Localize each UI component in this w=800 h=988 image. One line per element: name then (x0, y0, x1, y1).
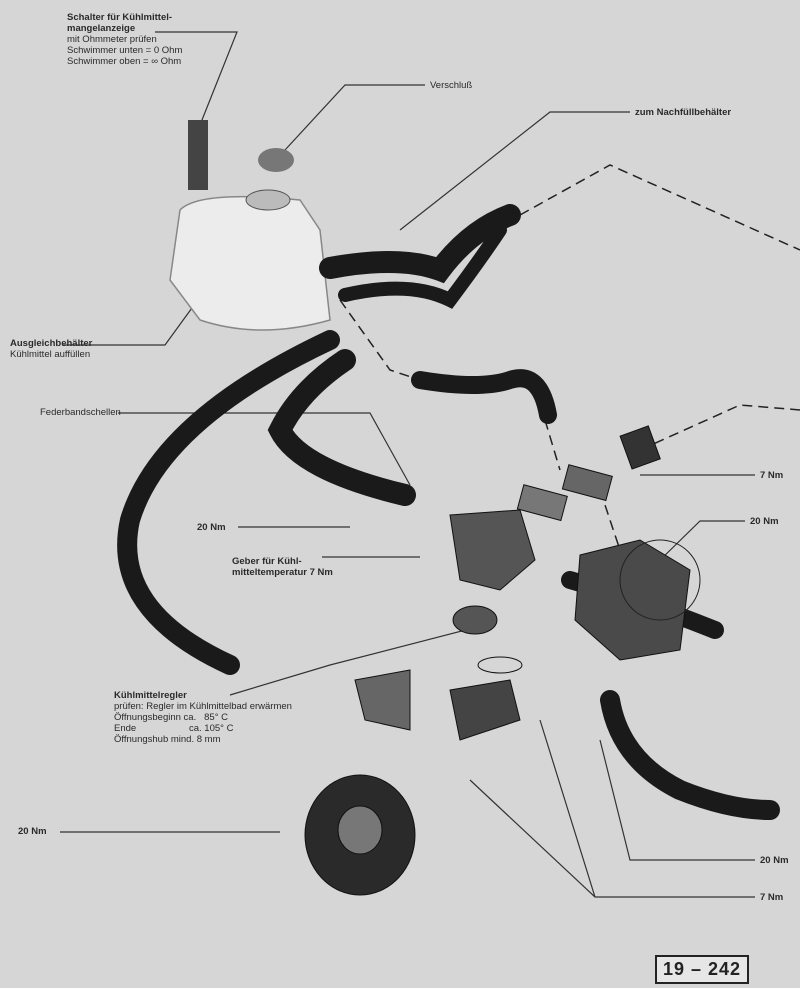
dashed-guides (339, 164, 800, 551)
metal-parts (304, 425, 701, 896)
switch-label: Schalter für Kühlmittel- mangelanzeige m… (67, 12, 182, 67)
thermostat-line-1: prüfen: Regler im Kühlmittelbad erwärmen (114, 701, 292, 712)
torque-7-bottom: 7 Nm (760, 892, 784, 903)
tank-line-1: Kühlmittel auffüllen (10, 349, 91, 360)
switch-line-1: mit Ohmmeter prüfen (67, 34, 157, 45)
torque-20-left: 20 Nm (197, 522, 226, 533)
thermostat-line-4: Öffnungshub mind. 8 mm (114, 734, 221, 745)
switch-title-1: Schalter für Kühlmittel- (67, 12, 173, 23)
refill-label: zum Nachfüllbehälter (635, 107, 732, 118)
figure-number: 19 – 242 (655, 955, 750, 984)
tank-label: Ausgleichbehälter Kühlmittel auffüllen (10, 338, 92, 360)
switch-line-3: Schwimmer oben = ∞ Ohm (67, 56, 182, 67)
thermostat-line-2: Öffnungsbeginn ca. 85° C (114, 712, 229, 723)
thermostat-icon (452, 605, 498, 635)
sender-line-2: mitteltemperatur 7 Nm (232, 567, 333, 578)
torque-20-pulley: 20 Nm (18, 826, 47, 837)
thermostat-title: Kühlmittelregler (114, 690, 187, 701)
cap-label: Verschluß (430, 80, 473, 91)
thermostat-line-3: Ende ca. 105° C (114, 723, 234, 734)
sender-label: Geber für Kühl- mitteltemperatur 7 Nm (232, 556, 333, 578)
leader-lines (60, 31, 755, 898)
cap-icon (258, 148, 294, 172)
switch-title-2: mangelanzeige (67, 23, 136, 34)
expansion-tank (169, 120, 331, 331)
torque-20-right: 20 Nm (750, 516, 779, 527)
sender-line-1: Geber für Kühl- (232, 556, 302, 567)
switch-line-2: Schwimmer unten = 0 Ohm (67, 45, 183, 56)
level-switch-icon (188, 120, 208, 190)
clamps-label: Federbandschellen (40, 407, 121, 418)
thermostat-label: Kühlmittelregler prüfen: Regler im Kühlm… (114, 690, 292, 745)
torque-20-bottom: 20 Nm (760, 855, 789, 866)
torque-7-right: 7 Nm (760, 470, 784, 481)
tank-title: Ausgleichbehälter (10, 338, 93, 349)
